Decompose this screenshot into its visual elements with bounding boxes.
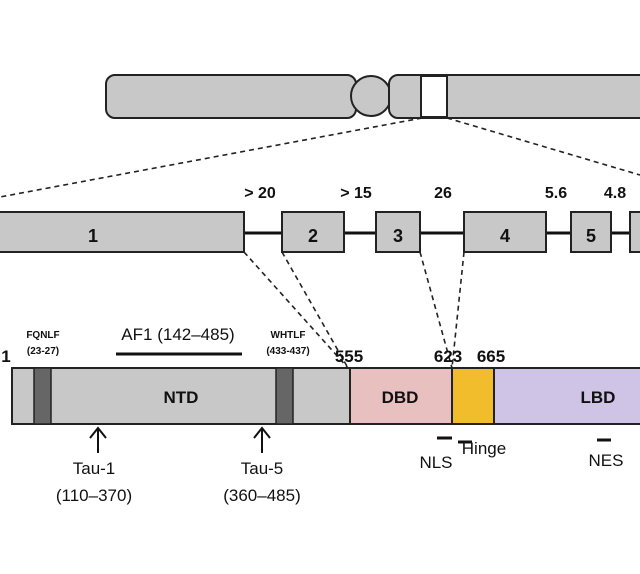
tau5-range: (360–485) <box>223 486 301 505</box>
tau5-label: Tau-5 <box>241 459 284 478</box>
intron-1-size: > 20 <box>244 185 276 202</box>
intron-2-size: > 15 <box>340 185 372 202</box>
map-line-exon3-end <box>419 251 453 369</box>
position-665: 665 <box>477 347 505 366</box>
chromosome-ar-locus-band <box>420 75 448 118</box>
zoom-line-right <box>446 117 640 176</box>
lbd-domain <box>493 367 640 425</box>
exon-5-label: 5 <box>586 226 596 246</box>
position-1: 1 <box>1 347 10 366</box>
lbd-label: LBD <box>581 388 616 407</box>
exon-3-label: 3 <box>393 226 403 246</box>
exon-2-label: 2 <box>308 226 318 246</box>
exon-6-partial <box>629 211 640 253</box>
chromosome <box>105 74 640 119</box>
gene-structure: 1 2 3 4 5 > 20 > 15 26 5.6 4.8 <box>0 185 640 253</box>
position-623: 623 <box>434 347 462 366</box>
nes-label: NES <box>589 451 624 470</box>
whtlf-motif <box>275 367 294 425</box>
whtlf-range: (433-437) <box>266 346 309 357</box>
intron-4-size: 5.6 <box>545 185 567 202</box>
fqnlf-label: FQNLF <box>26 330 59 341</box>
tau1-arrow-head <box>89 426 107 439</box>
exon-5 <box>570 211 612 253</box>
position-555: 555 <box>335 347 363 366</box>
intron-3-size: 26 <box>434 185 452 202</box>
chromosome-long-arm <box>388 74 640 119</box>
hinge-domain <box>451 367 495 425</box>
hinge-label: Hinge <box>462 439 506 458</box>
exon-4-label: 4 <box>500 226 510 246</box>
exon-4 <box>463 211 547 253</box>
fqnlf-range: (23-27) <box>27 346 59 357</box>
chromosome-centromere <box>350 75 392 117</box>
exon-1 <box>0 211 245 253</box>
fqnlf-motif <box>33 367 52 425</box>
whtlf-label: WHTLF <box>271 330 306 341</box>
tau1-range: (110–370) <box>56 486 132 505</box>
exon-1-label: 1 <box>88 226 98 246</box>
af1-label: AF1 (142–485) <box>121 325 234 344</box>
protein-structure: NTD DBD LBD 1 555 623 665 FQNLF (23-27) … <box>1 325 640 505</box>
chromosome-short-arm <box>105 74 357 119</box>
map-line-exon4-start <box>451 251 465 369</box>
map-line-exon1-end <box>243 251 349 369</box>
ntd-label: NTD <box>164 388 199 407</box>
tau5-arrow-head <box>253 426 271 439</box>
intron-5-size: 4.8 <box>604 185 626 202</box>
dbd-label: DBD <box>382 388 419 407</box>
map-line-exon2-start <box>281 251 349 369</box>
nls-label: NLS <box>419 453 452 472</box>
exon-2 <box>281 211 345 253</box>
exon-3 <box>375 211 421 253</box>
tau1-label: Tau-1 <box>73 459 116 478</box>
